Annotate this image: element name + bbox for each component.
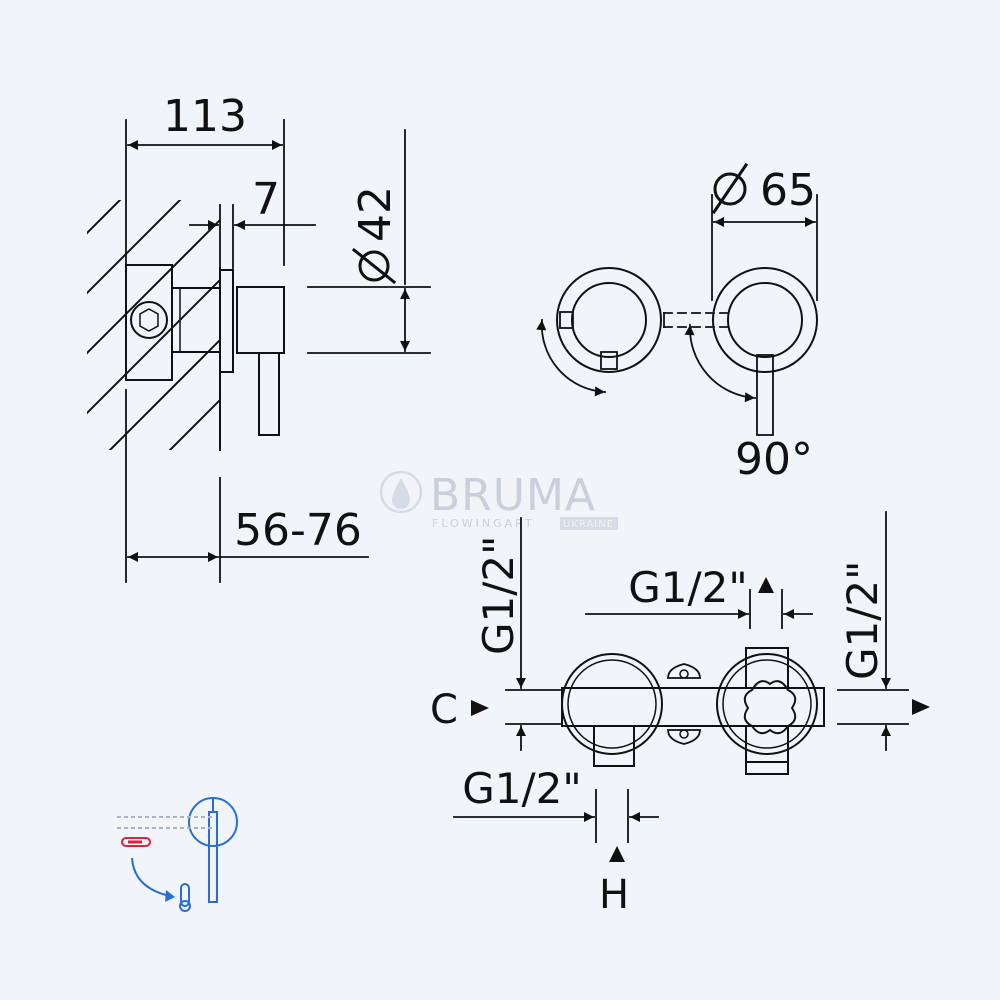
dim-plate-thickness: 7 (252, 174, 280, 225)
dim-rosette-diameter: 65 (760, 165, 816, 216)
logo-tagline-b: UKRAINE (563, 519, 614, 530)
hot-label: H (599, 872, 629, 918)
front-view: 90° 65 (536, 162, 818, 485)
cold-thermometer-icon (179, 883, 191, 912)
side-view: 113 7 42 56-76 (87, 91, 431, 583)
cold-arrow-icon (471, 700, 489, 716)
dim-connection-bottom: G1/2" (462, 764, 581, 813)
cold-label: C (430, 687, 458, 733)
top-arrow-icon (758, 577, 774, 593)
outlet-arrow-icon (912, 699, 930, 715)
connection-view: G1/2" C G1/2" G1/2" G1/2" H (430, 511, 930, 918)
hot-thermometer-icon (121, 837, 151, 847)
dim-connection-left: G1/2" (474, 536, 523, 655)
logo-brand: BRUMA (430, 470, 596, 521)
logo-tagline-a: FLOWINGART (432, 517, 535, 530)
dim-rotation-angle: 90° (735, 434, 813, 485)
wall-hatch (87, 200, 220, 450)
hot-arrow-icon (609, 846, 625, 862)
logo-circle-icon (379, 470, 423, 514)
dim-connection-right: G1/2" (838, 561, 887, 680)
dim-handle-diameter: 42 (350, 186, 401, 242)
rotation-arrow-icon (131, 857, 171, 897)
dim-connection-top: G1/2" (628, 563, 747, 612)
temperature-mixing-icon (117, 797, 238, 912)
dim-installation-depth: 56-76 (234, 505, 362, 556)
dim-overall-depth: 113 (163, 91, 247, 142)
water-drop-icon (392, 478, 410, 509)
brand-logo: BRUMA FLOWINGART UKRAINE (379, 470, 618, 530)
